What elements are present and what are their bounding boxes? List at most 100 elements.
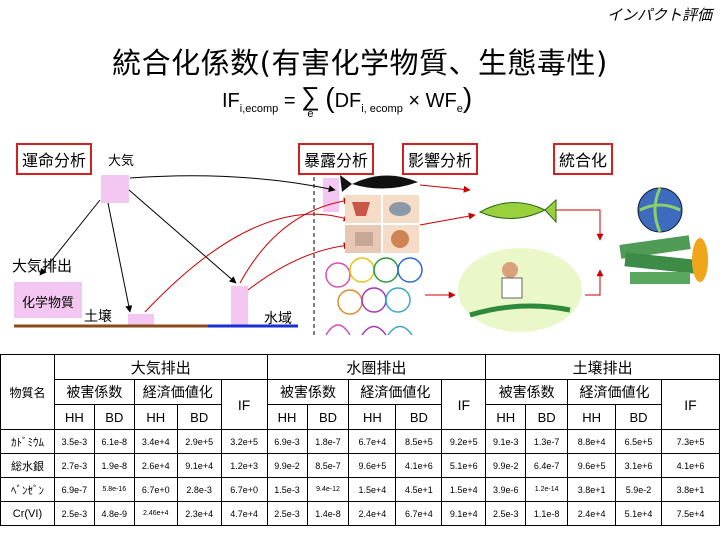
- arrow-soil-food: [144, 213, 351, 313]
- table-cell: 8.5e-7: [306, 453, 350, 478]
- group-header-water: 水圏排出: [266, 354, 487, 380]
- arrow-atm-soil: [107, 202, 133, 313]
- formula-wf: WF: [425, 90, 457, 112]
- table-cell: 1.8e-7: [306, 429, 350, 454]
- arrow-to-integration-2: [585, 269, 604, 296]
- atmospheric-emission-label: 大気排出: [12, 257, 73, 275]
- table-cell: 1.1e-8: [525, 501, 569, 526]
- subgroup-damage: 被害係数: [485, 379, 569, 405]
- table-cell: 9.9e-2: [266, 453, 308, 478]
- table-cell: 3.9e-6: [485, 477, 527, 502]
- col-header: HH: [53, 404, 95, 430]
- table-cell: 5.9e-2: [615, 477, 662, 502]
- substance-name: 総水銀: [0, 453, 55, 478]
- integration-label: 統合化: [553, 143, 614, 175]
- table-cell: 9.4e-12: [306, 477, 350, 502]
- fish-icon: [478, 201, 547, 220]
- if-header: IF: [220, 379, 268, 430]
- table-cell: 2.5e-3: [266, 501, 308, 526]
- table-cell: 1.5e+4: [348, 477, 397, 502]
- substance-header: 物質名: [0, 354, 55, 430]
- table-cell: 3.2e+5: [220, 429, 268, 454]
- col-header: BD: [176, 404, 222, 430]
- globe-money-icon: [619, 187, 708, 284]
- subgroup-damage: 被害係数: [53, 379, 135, 405]
- table-cell: 4.8e-9: [93, 501, 135, 526]
- table-row: ﾍﾞﾝｾﾞﾝ 6.9e-7 5.8e-16 6.7e+0 2.8e-3 6.7e…: [0, 477, 720, 502]
- table-cell: 2.4e+4: [567, 501, 617, 526]
- col-header: BD: [93, 404, 135, 430]
- table-cell: 2.5e-3: [485, 501, 527, 526]
- table-cell: 7.3e+5: [660, 429, 720, 454]
- table-cell: 9.6e+5: [348, 453, 397, 478]
- table-cell: 2.8e-3: [176, 477, 222, 502]
- col-header: HH: [567, 404, 617, 430]
- table-cell: 1.2e+3: [220, 453, 268, 478]
- if-table: 物質名 大気排出 水圏排出 土壌排出 被害係数 経済価値化 IF 被害係数 経済…: [0, 354, 720, 526]
- arrow-to-eco: [419, 212, 476, 226]
- table-cell: 9.6e+5: [567, 453, 617, 478]
- table-cell: 9.1e-3: [485, 429, 527, 454]
- arrow-to-integration-1: [555, 209, 604, 241]
- table-cell: 3.8e+1: [660, 477, 720, 502]
- arrow-water-people: [247, 242, 351, 291]
- table-cell: 9.1e+4: [176, 453, 222, 478]
- formula-times: ×: [408, 90, 421, 112]
- table-cell: 5.1e+6: [441, 453, 487, 478]
- chemical-substance-label: 化学物質: [22, 296, 75, 311]
- table-cell: 4.1e+6: [660, 453, 720, 478]
- table-cell: 6.4e-7: [525, 453, 569, 478]
- page-title: 統合化係数(有害化学物質、生態毒性): [112, 46, 608, 80]
- table-cell: 1.9e-8: [93, 453, 135, 478]
- group-header-soil: 土壌排出: [485, 354, 720, 380]
- if-header: IF: [441, 379, 487, 430]
- fate-analysis-label: 運命分析: [16, 143, 93, 175]
- table-cell: 3.1e+6: [615, 453, 662, 478]
- col-header: BD: [395, 404, 443, 430]
- table-cell: 9.1e+4: [441, 501, 487, 526]
- table-cell: 2.46e+4: [133, 501, 178, 526]
- table-cell: 6.7e+0: [220, 477, 268, 502]
- table-cell: 7.5e+4: [660, 501, 720, 526]
- effect-analysis-label: 影響分析: [402, 143, 479, 175]
- table-cell: 2.5e-3: [53, 501, 95, 526]
- formula-sum: ∑: [301, 81, 320, 112]
- substance-name: ｶﾄﾞﾐｳﾑ: [0, 429, 55, 454]
- table-cell: 6.7e+4: [348, 429, 397, 454]
- soil-box: [128, 314, 154, 326]
- table-cell: 2.6e+4: [133, 453, 178, 478]
- exposure-analysis-label: 暴露分析: [298, 143, 375, 175]
- table-cell: 9.9e-2: [485, 453, 527, 478]
- substance-name: Cr(VI): [0, 501, 55, 526]
- formula-wf-sub: e: [456, 103, 463, 115]
- subgroup-economic: 経済価値化: [567, 379, 662, 405]
- formula-df-sub: i, ecomp: [361, 103, 403, 115]
- fish-silhouette-icon: [352, 175, 418, 189]
- table-cell: 2.3e+4: [176, 501, 222, 526]
- soil-label: 土壌: [84, 309, 112, 325]
- subgroup-economic: 経済価値化: [348, 379, 443, 405]
- subgroup-economic: 経済価値化: [133, 379, 222, 405]
- formula-eq: =: [283, 90, 296, 112]
- table-cell: 2.7e-3: [53, 453, 95, 478]
- formula-lhs: IF: [222, 90, 240, 112]
- clam-icon: [391, 230, 409, 248]
- water-box: [231, 286, 248, 326]
- section-label: インパクト評価: [606, 6, 712, 24]
- table-cell: 1.2e-14: [525, 477, 569, 502]
- table-cell: 8.8e+4: [567, 429, 617, 454]
- atmosphere-label: 大気: [108, 154, 135, 169]
- table-row: Cr(VI) 2.5e-3 4.8e-9 2.46e+4 2.3e+4 4.7e…: [0, 501, 720, 526]
- table-cell: 8.5e+5: [395, 429, 443, 454]
- col-header: HH: [485, 404, 527, 430]
- col-header: BD: [306, 404, 350, 430]
- table-row: ｶﾄﾞﾐｳﾑ 3.5e-3 6.1e-8 3.4e+4 2.9e+5 3.2e+…: [0, 429, 720, 454]
- col-header: HH: [348, 404, 397, 430]
- arrow-atm-water: [128, 189, 237, 284]
- table-cell: 9.2e+5: [441, 429, 487, 454]
- table-cell: 6.9e-3: [266, 429, 308, 454]
- formula-lhs-sub: i,ecomp: [239, 103, 279, 115]
- table-cell: 4.7e+4: [220, 501, 268, 526]
- atmosphere-box: [101, 175, 129, 203]
- subgroup-damage: 被害係数: [266, 379, 350, 405]
